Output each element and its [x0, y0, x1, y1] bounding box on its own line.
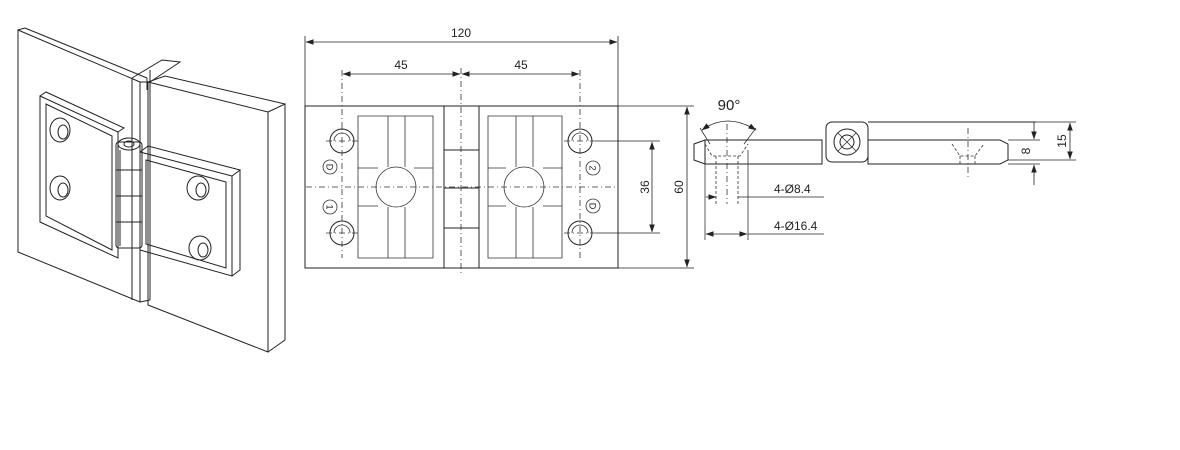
hole-mark-badge: [585, 198, 601, 214]
hole-mark-top-right: 2: [588, 165, 598, 170]
left-hinge-leaf: [39, 91, 126, 259]
hole-mark-bottom-left: 1: [325, 204, 335, 209]
angle-arc: [701, 120, 757, 131]
dim-hole-spacing-right: 45: [514, 58, 528, 72]
dim-overall-height: 60: [672, 180, 686, 194]
left-wall-panel: [17, 29, 141, 303]
hole-icon: [188, 235, 212, 261]
front-left-leaf: D 1: [306, 115, 462, 259]
front-right-leaf: 2 D: [462, 70, 616, 259]
side-view-left: 90° 4-Ø8.4 4-Ø16.4: [693, 97, 824, 240]
dim-overall-length: 120: [451, 26, 471, 40]
hole-icon: [49, 175, 71, 201]
hole-mark-bottom-right: D: [588, 203, 598, 210]
dim-plate-thickness: 8: [1019, 147, 1033, 154]
hole-mark-badge: [585, 160, 601, 176]
hole-mark-top-left: D: [325, 164, 335, 171]
hinge-knuckle: [115, 137, 143, 249]
front-view: D 1 2 D: [304, 26, 694, 275]
dim-hole-pitch: 36: [638, 180, 652, 194]
hole-mark-badge: [322, 159, 338, 175]
hole-icon: [186, 175, 210, 201]
dim-counterbore: 4-Ø16.4: [774, 219, 818, 233]
dim-hole-spacing-left: 45: [394, 58, 408, 72]
dim-small-hole: 4-Ø8.4: [774, 182, 811, 196]
hole-mark-badge: [322, 199, 338, 215]
side-view-right: 15 8: [825, 121, 1076, 185]
dim-angle: 90°: [718, 97, 741, 114]
front-outline: [304, 105, 619, 269]
pin-icon: [833, 128, 861, 156]
right-hinge-leaf: [139, 145, 242, 277]
hole-icon: [49, 117, 71, 143]
isometric-hinge-view: [17, 27, 286, 353]
right-wall-panel: [147, 81, 269, 353]
dim-total-thickness: 15: [1055, 134, 1069, 148]
